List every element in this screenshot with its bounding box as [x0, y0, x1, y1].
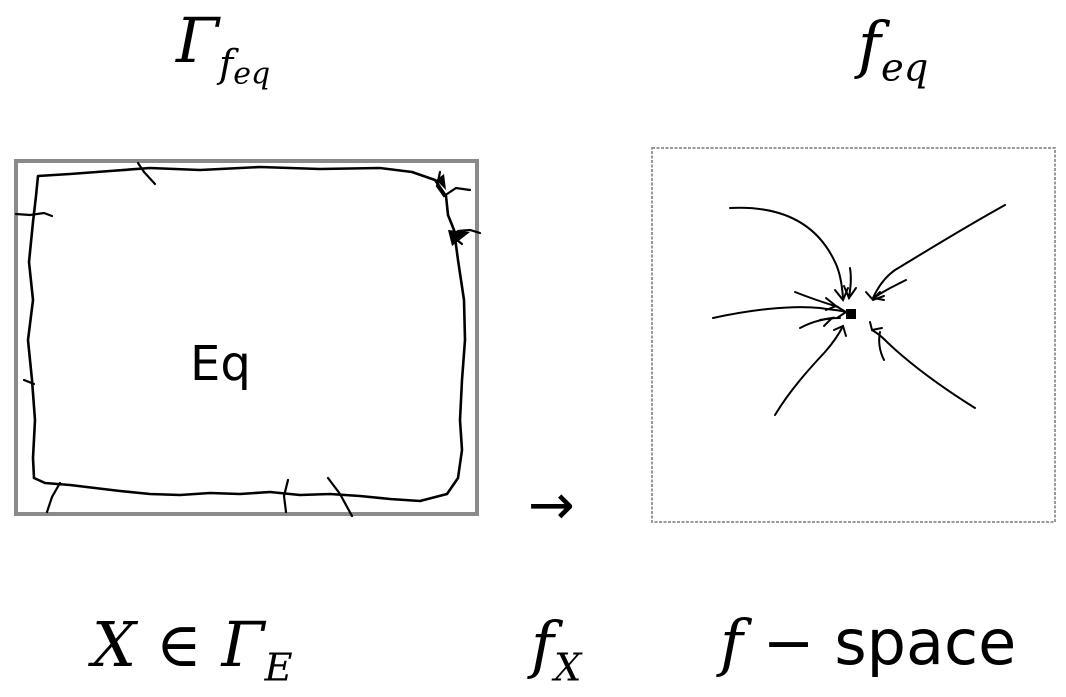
f-symbol: f: [531, 608, 554, 681]
gamma-symbol: Γ: [176, 4, 220, 77]
equilibrium-region-boundary: [26, 165, 467, 503]
space-word: space: [834, 606, 1017, 679]
minus-symbol: −: [762, 606, 815, 679]
equilibrium-point: [846, 309, 856, 319]
f-space-label: f − space: [720, 612, 1016, 674]
boundary-notch: [448, 230, 470, 246]
fx-label: fX: [531, 614, 581, 688]
f-symbol: f: [858, 8, 881, 81]
e-subscript: E: [264, 645, 293, 691]
x-subscript: X: [553, 645, 582, 691]
element-of-symbol: ∈: [155, 608, 202, 681]
equilibrium-region-label: Eq: [190, 336, 251, 392]
flow-trajectories: [712, 204, 1006, 416]
f-symbol: f: [720, 606, 743, 679]
x-in-gamma-e-label: X ∈ ΓE: [92, 614, 293, 688]
gamma-e-symbol: Γ: [221, 608, 265, 681]
x-symbol: X: [92, 608, 137, 681]
gamma-subscript: feq: [219, 41, 271, 92]
gamma-feq-label: Γfeq: [176, 10, 270, 89]
feq-label: feq: [858, 14, 928, 88]
left-panel-frame: [14, 159, 479, 516]
boundary-notch: [436, 174, 446, 190]
eq-subscript: eq: [880, 45, 929, 91]
right-panel-frame: [651, 147, 1056, 523]
map-arrow: →: [528, 473, 575, 538]
